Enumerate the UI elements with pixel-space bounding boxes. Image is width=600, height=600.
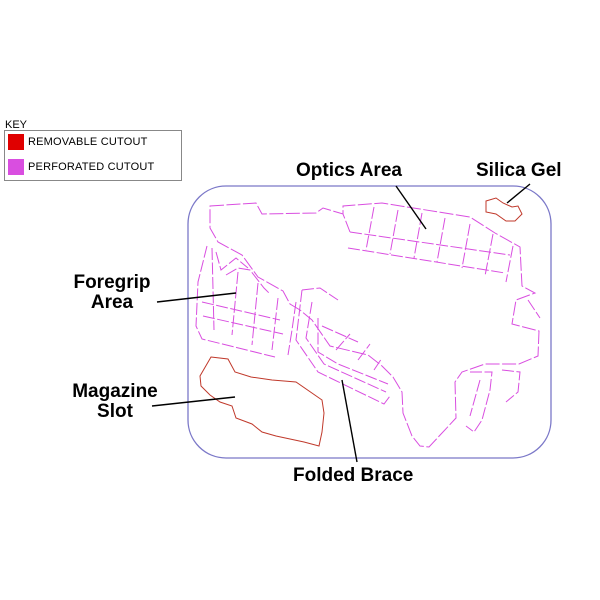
key-legend: REMOVABLE CUTOUT PERFORATED CUTOUT — [4, 130, 182, 181]
foam-insert-outline — [187, 185, 552, 459]
callout-magazine-slot: Magazine Slot — [72, 381, 158, 422]
callout-optics-area: Optics Area — [296, 160, 402, 181]
foregrip-area-perforations — [195, 245, 297, 358]
key-title: KEY — [5, 119, 28, 131]
optics-area-perforations — [342, 206, 514, 283]
leader-magazine — [151, 396, 236, 407]
silica-gel-cutout — [485, 197, 523, 222]
key-label-removable: REMOVABLE CUTOUT — [28, 136, 148, 148]
removable-swatch — [8, 134, 24, 150]
leader-lines — [151, 183, 531, 463]
folded-brace-perforations — [295, 287, 391, 405]
key-item-removable: REMOVABLE CUTOUT — [8, 133, 148, 151]
leader-brace — [341, 379, 358, 463]
leader-foregrip — [156, 292, 237, 303]
callout-silica-gel: Silica Gel — [476, 160, 562, 181]
perforated-swatch — [8, 159, 24, 175]
grip-perforations — [465, 299, 541, 433]
leader-optics — [395, 185, 427, 230]
leader-silica — [506, 183, 531, 204]
key-label-perforated: PERFORATED CUTOUT — [28, 161, 155, 173]
magazine-slot-cutout — [199, 356, 325, 447]
callout-folded-brace: Folded Brace — [293, 465, 414, 486]
key-item-perforated: PERFORATED CUTOUT — [8, 158, 154, 176]
main-perforated-cutout — [209, 202, 540, 448]
callout-foregrip-area: Foregrip Area — [73, 272, 151, 313]
